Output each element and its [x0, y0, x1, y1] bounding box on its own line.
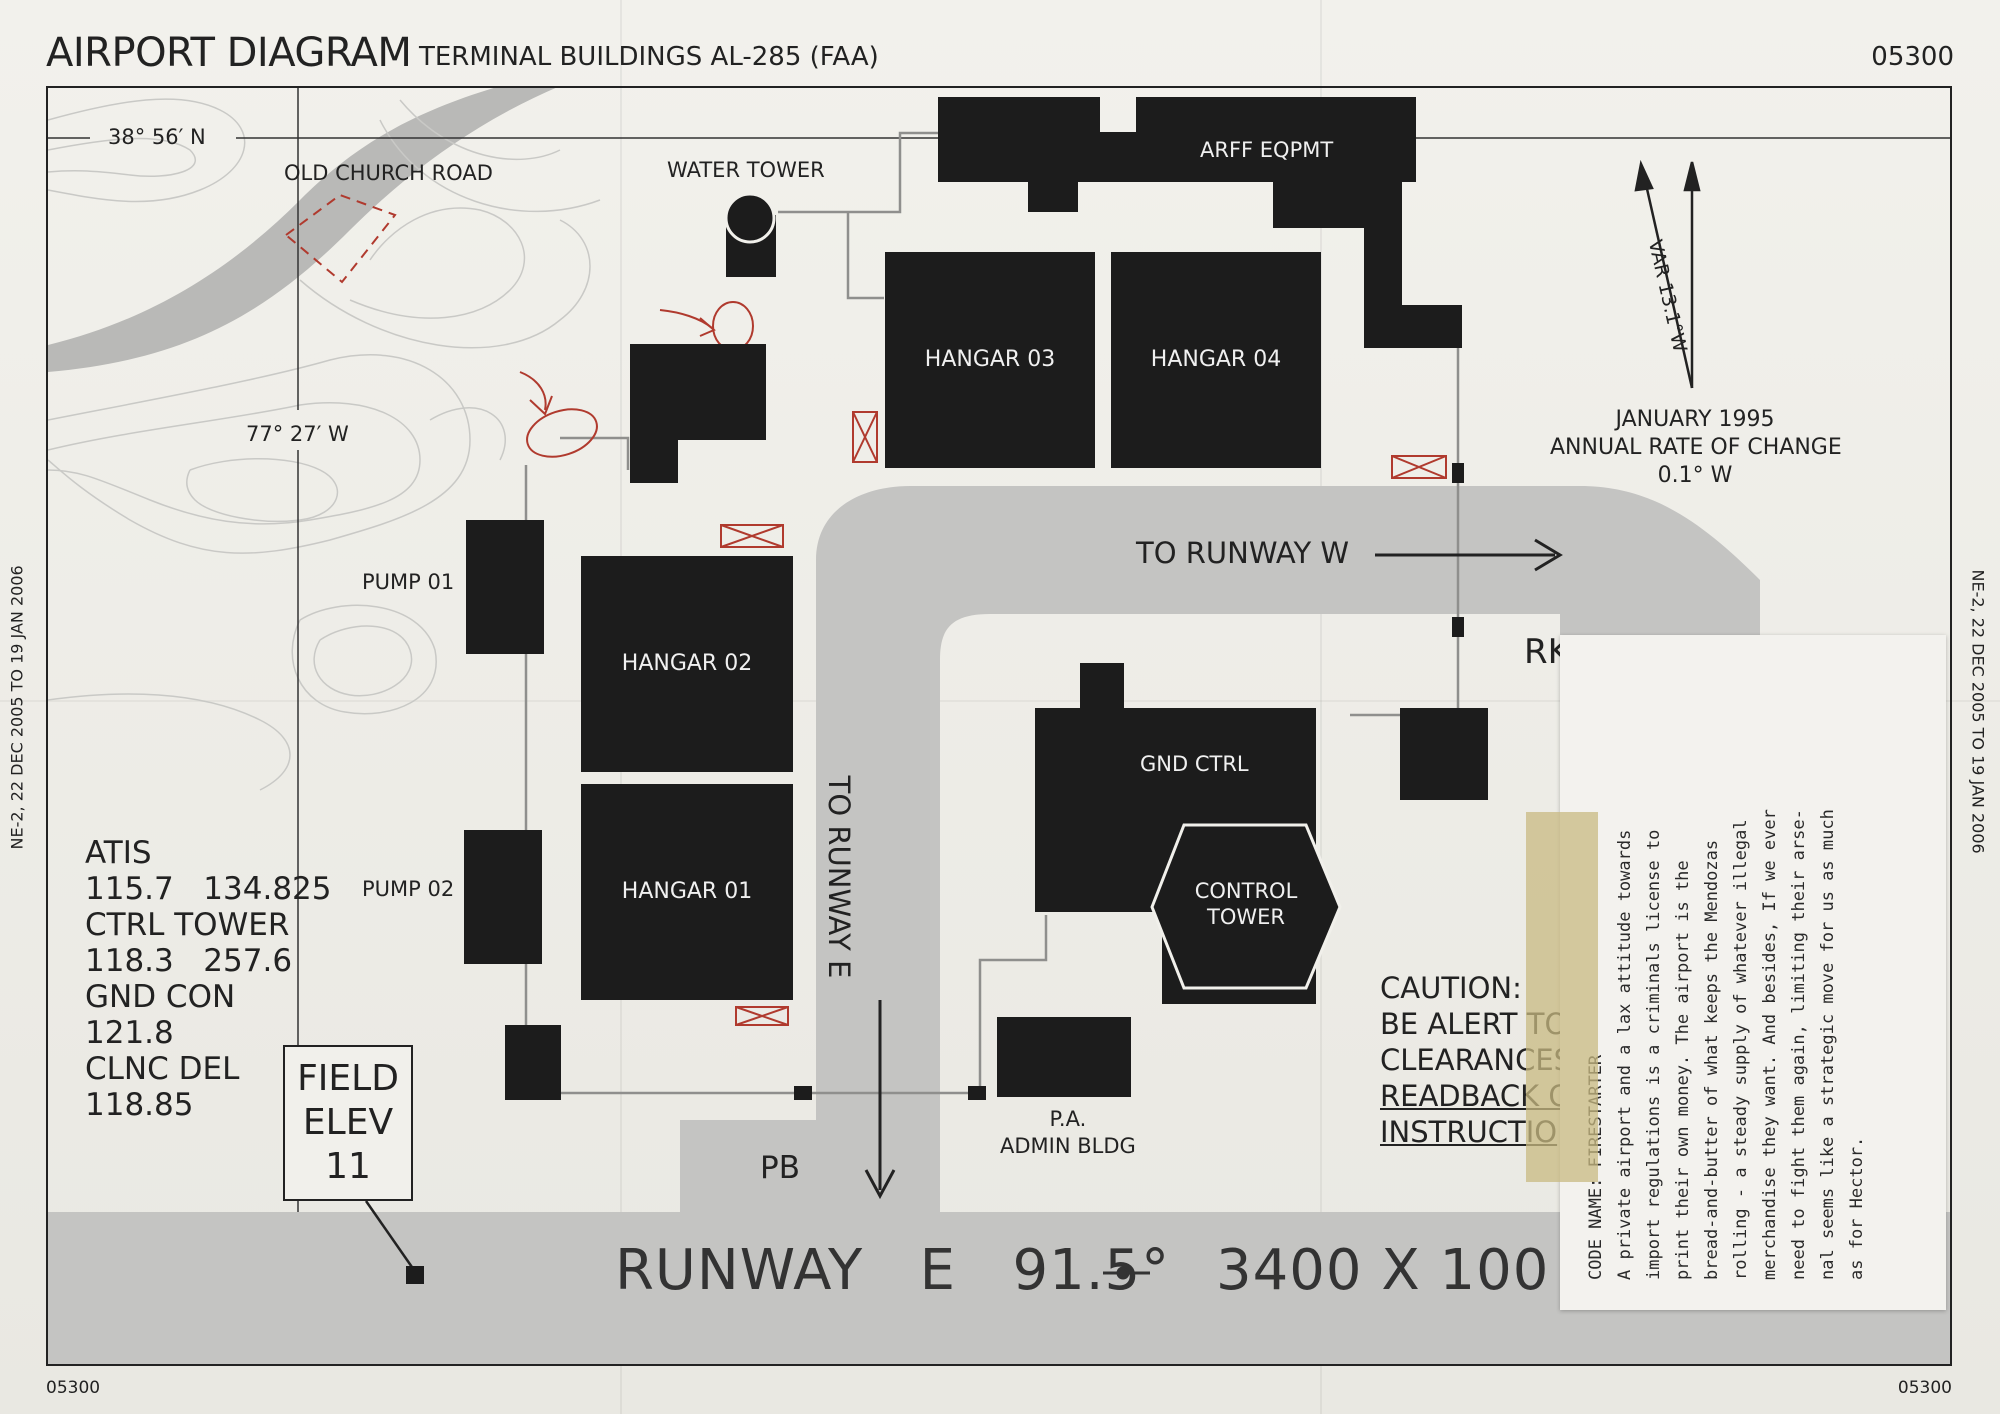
frequency-line: 118.85 [85, 1087, 194, 1123]
chart-title: AIRPORT DIAGRAM [46, 30, 412, 76]
contour-lines [47, 98, 601, 791]
old-church-road-label: OLD CHURCH ROAD [284, 161, 493, 185]
arff-label: ARFF EQPMT [1200, 138, 1334, 162]
taped-note: CODE NAME: FIRESTARTER A private airport… [1560, 635, 1946, 1310]
pump-02-label: PUMP 02 [362, 877, 455, 901]
hangar-03: HANGAR 03 [885, 252, 1095, 468]
to-runway-w-label: TO RUNWAY W [1136, 536, 1350, 570]
side-note-left: NE-2, 22 DEC 2005 TO 19 JAN 2006 [7, 565, 27, 850]
control-tower-hex [1150, 823, 1342, 990]
frequency-line: 121.8 [85, 1015, 174, 1051]
frequency-line: 118.3 257.6 [85, 943, 293, 979]
hangar-01-label: HANGAR 01 [621, 879, 753, 905]
footer-code-left: 05300 [46, 1378, 101, 1398]
admin-bldg-label: P.A. ADMIN BLDG [1000, 1107, 1136, 1158]
taxiway [816, 486, 1760, 1212]
hangar-02: HANGAR 02 [581, 556, 793, 772]
hangar-03-label: HANGAR 03 [924, 347, 1056, 373]
fold-line [0, 700, 2000, 702]
chart-frame [46, 86, 1952, 1366]
frequency-line: ATIS [85, 835, 152, 871]
river-band [48, 86, 560, 372]
pump-01 [466, 520, 544, 654]
runway-label: RUNWAY E 91.5° [615, 1238, 1171, 1303]
frequency-list: ATIS 115.7 134.825 CTRL TOWER 118.3 257.… [85, 835, 332, 1123]
arff-building [938, 97, 1462, 348]
red-annotations [284, 193, 1447, 1026]
hangar-04-label: HANGAR 04 [1150, 347, 1282, 373]
latitude-label: 38° 56′ N [108, 125, 206, 149]
pump-01-label: PUMP 01 [362, 570, 455, 594]
north-arrows [1634, 159, 1701, 389]
longitude-label: 77° 27′ W [246, 422, 349, 446]
hangar-04: HANGAR 04 [1111, 252, 1321, 468]
hangar-01: HANGAR 01 [581, 784, 793, 1000]
field-elevation-box: FIELD ELEV 11 [283, 1045, 413, 1201]
pb-label: PB [760, 1150, 800, 1186]
runway-dimensions: 3400 X 100 [1216, 1238, 1550, 1303]
note-text: CODE NAME: FIRESTARTER A private airport… [1560, 635, 1946, 1310]
frequency-line: GND CON [85, 979, 236, 1015]
water-tower-label: WATER TOWER [667, 158, 825, 182]
chart-code: 05300 [1871, 42, 1954, 72]
frequency-line: CLNC DEL [85, 1051, 240, 1087]
mag-change-note: JANUARY 1995 ANNUAL RATE OF CHANGE 0.1° … [1550, 407, 1842, 488]
frequency-line: CTRL TOWER [85, 907, 290, 943]
tape-strip [1526, 812, 1598, 1182]
admin-building [997, 1017, 1131, 1097]
gnd-ctrl-label: GND CTRL [1140, 752, 1249, 776]
frequency-line: 115.7 134.825 [85, 871, 332, 907]
chart-subtitle: TERMINAL BUILDINGS AL-285 (FAA) [419, 42, 879, 72]
side-note-right: NE-2, 22 DEC 2005 TO 19 JAN 2006 [1968, 569, 1988, 854]
pump-02 [464, 830, 542, 964]
hangar-02-label: HANGAR 02 [621, 651, 753, 677]
fold-line [1320, 0, 1322, 1414]
control-tower-label: CONTROL TOWER [1194, 879, 1298, 929]
footer-code-right: 05300 [1897, 1378, 1952, 1398]
